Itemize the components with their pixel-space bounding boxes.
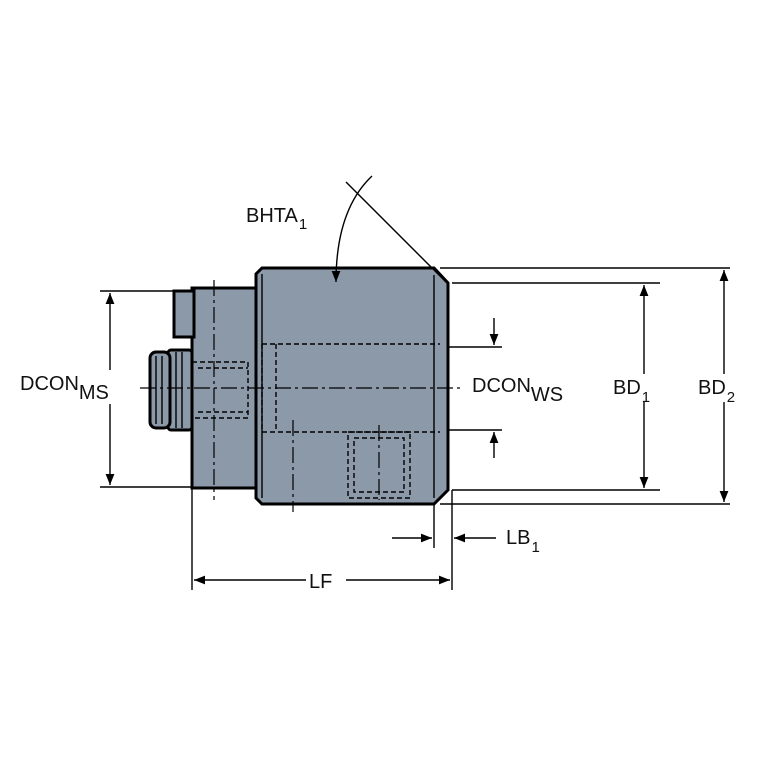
center-lines (140, 280, 462, 512)
bhta-angle (331, 175, 447, 283)
dcon-ms-label: DCONMS (20, 373, 109, 404)
bd2-label: BD2 (698, 377, 735, 406)
lb1-label: LB1 (506, 527, 540, 556)
lf-label: LF (309, 571, 332, 593)
bd1-label: BD1 (613, 377, 650, 406)
dcon-ws-label: DCONWS (472, 375, 563, 406)
tool-body (254, 266, 450, 506)
bhta-label: BHTA1 (246, 205, 307, 233)
